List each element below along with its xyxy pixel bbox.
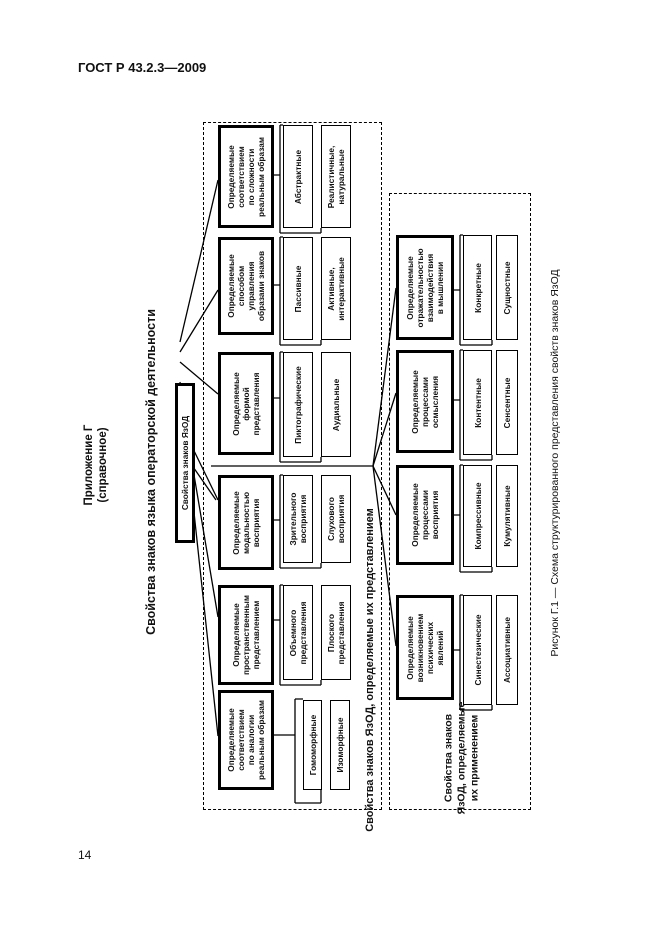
- app-group-comprehension: Определяемые процессами осмысления: [396, 350, 454, 453]
- rep-item-label: Объемного представления: [288, 601, 308, 664]
- rep-item-flat: Плоского представления: [321, 585, 351, 680]
- rep-group-analogy: Определяемые соответствием по аналогии р…: [218, 690, 274, 790]
- root-node-label: Свойства знаков ЯзОД: [180, 415, 190, 511]
- app-item-label: Ассоциативные: [502, 617, 512, 683]
- rep-item-label: Плоского представления: [326, 601, 346, 664]
- rep-item-label: Аудиальные: [331, 378, 341, 431]
- app-item-label: Конкретные: [472, 262, 483, 313]
- rep-item-isomorphic: Изоморфные: [330, 700, 350, 790]
- app-group-label: Определяемые отражательностью взаимодейс…: [405, 247, 445, 328]
- rep-group-label: Определяемые соответствием по сложности …: [226, 136, 266, 217]
- rep-group-label: Определяемые пространственным представле…: [231, 595, 261, 675]
- rep-item-auditory: Слухового восприятия: [321, 475, 351, 563]
- rep-item-visual: Зрительного восприятия: [283, 475, 313, 563]
- rep-group-label: Определяемые модальностью восприятия: [231, 490, 261, 555]
- rep-group-label: Определяемые соответствием по аналогии р…: [226, 700, 266, 780]
- representation-region: [203, 122, 382, 810]
- root-node: Свойства знаков ЯзОД: [175, 383, 195, 543]
- app-item-concrete: Конкретные: [463, 235, 492, 340]
- rep-item-label: Реалистичные, натуральные: [326, 145, 346, 208]
- rep-group-modality: Определяемые модальностью восприятия: [218, 475, 274, 570]
- rep-group-control: Определяемые способом управления образам…: [218, 237, 274, 335]
- app-item-sensent: Сенсентные: [496, 350, 518, 455]
- rep-item-abstract: Абстрактные: [283, 125, 313, 228]
- rep-group-label: Определяемые способом управления образам…: [226, 250, 266, 322]
- rep-group-spatial: Определяемые пространственным представле…: [218, 585, 274, 685]
- rep-item-volumetric: Объемного представления: [283, 585, 313, 680]
- app-item-label: Сенсентные: [502, 377, 512, 428]
- rep-item-active: Активные, интерактивные: [321, 237, 351, 340]
- rep-item-label: Пассивные: [293, 265, 303, 312]
- rep-group-complexity: Определяемые соответствием по сложности …: [218, 125, 274, 228]
- rep-item-label: Гомоморфные: [307, 714, 318, 776]
- rep-item-label: Абстрактные: [293, 149, 303, 204]
- rep-item-label: Пиктографические: [293, 365, 303, 444]
- app-item-label: Компрессивные: [472, 482, 483, 550]
- rep-group-label: Определяемые формой представления: [231, 371, 261, 436]
- app-group-label: Определяемые возникновением психических …: [405, 613, 445, 682]
- rep-item-label: Изоморфные: [335, 717, 345, 773]
- rep-item-label: Слухового восприятия: [326, 494, 346, 544]
- app-item-label: Контентные: [472, 377, 483, 428]
- rep-group-form: Определяемые формой представления: [218, 352, 274, 455]
- document-header: ГОСТ Р 43.2.3—2009: [78, 60, 207, 75]
- app-item-essential: Сущностные: [496, 235, 518, 340]
- rep-item-label: Активные, интерактивные: [326, 256, 346, 321]
- app-item-label: Сущностные: [502, 261, 512, 314]
- app-item-label: Синестезические: [472, 614, 483, 686]
- rep-item-passive: Пассивные: [283, 237, 313, 340]
- app-group-psychic: Определяемые возникновением психических …: [396, 595, 454, 700]
- app-item-associative: Ассоциативные: [496, 595, 518, 705]
- app-group-perception: Определяемые процессами восприятия: [396, 465, 454, 565]
- app-item-content: Контентные: [463, 350, 492, 455]
- rep-item-realistic: Реалистичные, натуральные: [321, 125, 351, 228]
- app-group-reflection: Определяемые отражательностью взаимодейс…: [396, 235, 454, 340]
- app-item-cumulative: Кумулятивные: [496, 465, 518, 567]
- app-item-compressive: Компрессивные: [463, 465, 492, 567]
- app-item-label: Кумулятивные: [502, 485, 512, 547]
- app-group-label: Определяемые процессами восприятия: [410, 483, 440, 547]
- rep-item-homomorphic: Гомоморфные: [303, 700, 322, 790]
- rep-item-pictographic: Пиктографические: [283, 352, 313, 457]
- app-group-label: Определяемые процессами осмысления: [410, 369, 440, 434]
- rep-item-audial: Аудиальные: [321, 352, 351, 457]
- page-number: 14: [78, 848, 92, 862]
- app-item-synesthetic: Синестезические: [463, 595, 492, 705]
- rep-item-label: Зрительного восприятия: [288, 492, 308, 546]
